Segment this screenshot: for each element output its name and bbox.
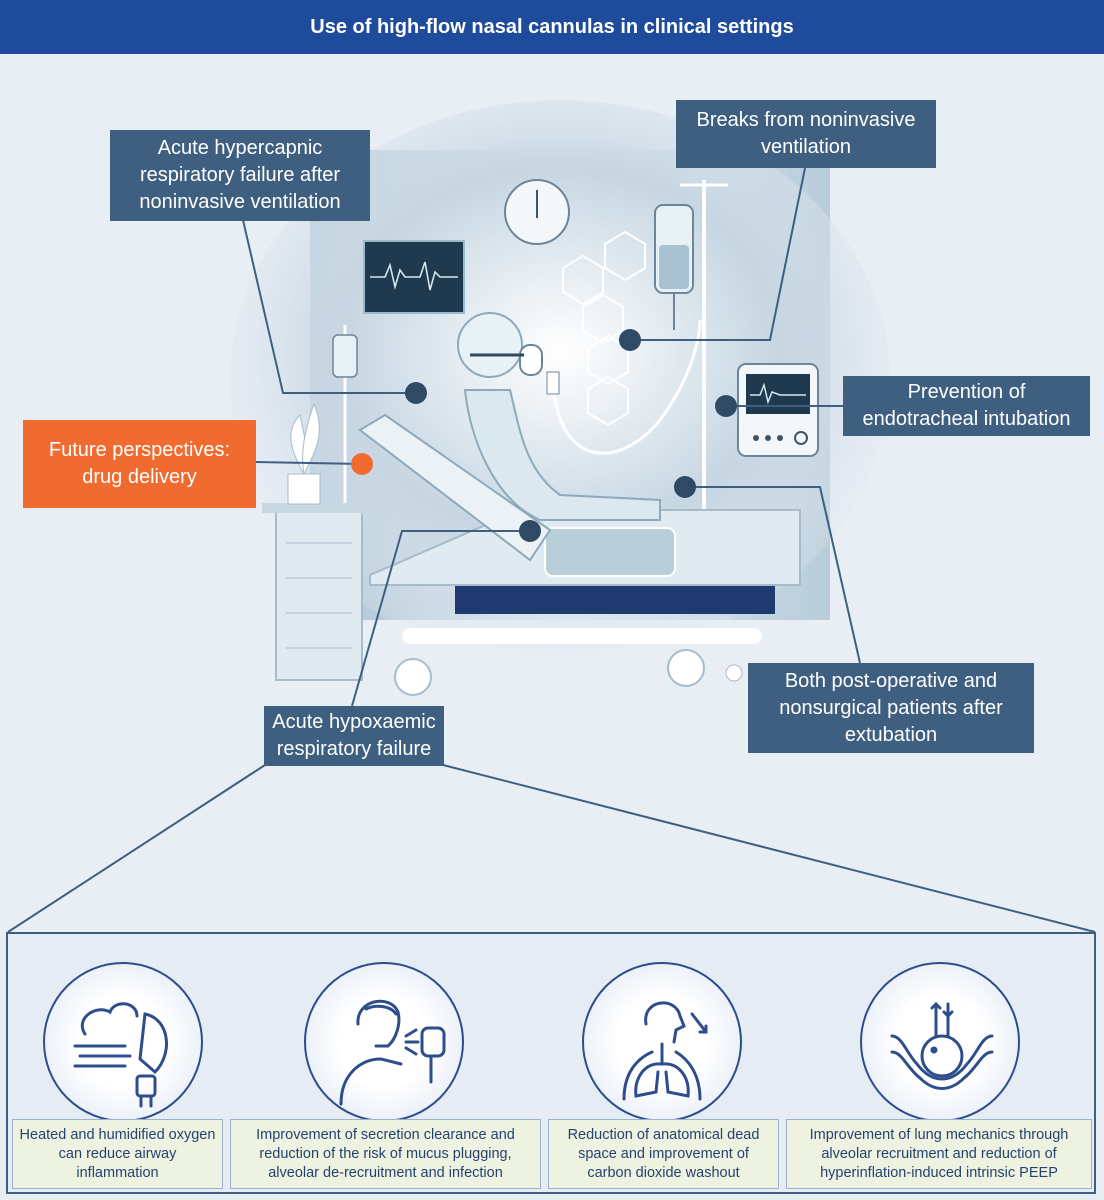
benefit-label-2: Improvement of secretion clearance and r…: [230, 1119, 541, 1189]
hotspot-prevention: [715, 395, 737, 417]
callout-future: Future perspectives: drug delivery: [23, 420, 256, 508]
heart-monitor-icon: [363, 240, 465, 314]
benefit-label-3: Reduction of anatomical dead space and i…: [548, 1119, 779, 1189]
hotspot-future: [351, 453, 373, 475]
callout-breaks: Breaks from noninvasive ventilation: [676, 100, 936, 168]
respiratory-airway-lungs-icon: [622, 1001, 708, 1101]
benefit-label-4: Improvement of lung mechanics through al…: [786, 1119, 1092, 1189]
callout-prevention: Prevention of endotracheal intubation: [843, 376, 1090, 436]
benefit-icon-circle-3: [582, 962, 742, 1122]
callout-hypercapnic: Acute hypercapnic respiratory failure af…: [110, 130, 370, 221]
connector-lines: [7, 167, 1096, 933]
benefit-icon-circle-1: [43, 962, 203, 1122]
hotspot-breaks: [619, 329, 641, 351]
potted-plant-icon: [287, 402, 321, 505]
wall-clock-icon: [504, 179, 570, 245]
person-coughing-icon: [339, 999, 446, 1106]
iv-bag-icon: [654, 204, 694, 330]
alveolus-flask-arrows-icon: [890, 1001, 994, 1090]
patient-figure: [457, 312, 661, 521]
bedside-cabinet: [262, 503, 366, 681]
hotspot-postop: [674, 476, 696, 498]
benefit-label-1: Heated and humidified oxygen can reduce …: [12, 1119, 223, 1189]
benefit-icon-circle-2: [304, 962, 464, 1122]
hotspot-hypoxaemic: [519, 520, 541, 542]
hospital-bed: [358, 413, 801, 696]
ventilator-icon: [737, 363, 819, 457]
callout-hypoxaemic: Acute hypoxaemic respiratory failure: [264, 706, 444, 766]
hotspot-hypercapnic: [405, 382, 427, 404]
page-title: Use of high-flow nasal cannulas in clini…: [0, 0, 1104, 54]
benefit-icon-circle-4: [860, 962, 1020, 1122]
callout-postop: Both post-operative and nonsurgical pati…: [748, 663, 1034, 753]
heated-humidified-oxygen-mask-icon: [73, 1002, 168, 1108]
